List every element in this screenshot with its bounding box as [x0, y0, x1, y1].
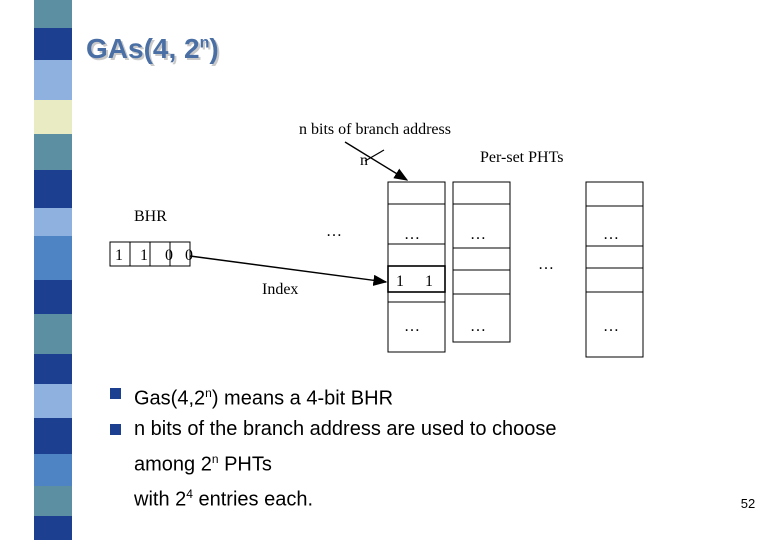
branch-address-label: n bits of branch address	[299, 121, 451, 138]
square-bullet-icon	[110, 423, 121, 435]
ellipsis: …	[404, 226, 420, 243]
ellipsis: …	[538, 256, 554, 273]
index-label: Index	[262, 281, 298, 298]
bhr-bit: 0	[165, 247, 173, 264]
stripe-segment	[34, 0, 72, 28]
ellipsis: …	[470, 226, 486, 243]
branch-address-arrow	[344, 141, 409, 181]
square-bullet-icon	[110, 388, 121, 399]
stripe-segment	[34, 28, 72, 60]
stripe-segment	[34, 354, 72, 384]
ellipsis: …	[603, 318, 619, 335]
pht-table	[387, 181, 446, 353]
ellipsis: …	[603, 226, 619, 243]
ellipsis: …	[404, 318, 420, 335]
bullet-item: Gas(4,2n) means a 4-bit BHR	[110, 378, 750, 414]
n-bits-label: n	[360, 152, 368, 169]
n-bits-slash	[364, 149, 385, 162]
bullet-item: n bits of the branch address are used to…	[110, 414, 750, 515]
bhr-label: BHR	[134, 208, 167, 225]
pht-table	[452, 181, 511, 343]
per-set-phts-label: Per-set PHTs	[480, 149, 563, 166]
stripe-segment	[34, 100, 72, 134]
title-text-end: )	[209, 33, 219, 64]
stripe-segment	[34, 134, 72, 170]
slide-title: GAs(4, 2n)	[86, 33, 219, 65]
decorative-stripe-column	[34, 0, 72, 540]
stripe-segment	[34, 280, 72, 314]
pht-index-bit: 1	[425, 273, 433, 290]
ellipsis: …	[326, 223, 342, 240]
stripe-segment	[34, 208, 72, 236]
page-number: 52	[740, 496, 756, 511]
stripe-segment	[34, 486, 72, 516]
bhr-bit: 1	[140, 247, 148, 264]
pht-table	[585, 181, 644, 358]
pht-index-bit: 1	[396, 273, 404, 290]
stripe-segment	[34, 384, 72, 418]
stripe-segment	[34, 236, 72, 280]
bullet-list: Gas(4,2n) means a 4-bit BHR n bits of th…	[110, 378, 750, 515]
title-superscript: n	[199, 34, 210, 52]
index-arrow	[189, 255, 388, 286]
stripe-segment	[34, 516, 72, 540]
stripe-segment	[34, 60, 72, 100]
bhr-bit: 1	[115, 247, 123, 264]
stripe-segment	[34, 170, 72, 208]
title-text: GAs(4, 2	[86, 33, 200, 64]
stripe-segment	[34, 418, 72, 454]
ellipsis: …	[470, 318, 486, 335]
bhr-register	[109, 241, 191, 267]
bhr-bit: 0	[185, 247, 193, 264]
stripe-segment	[34, 314, 72, 354]
stripe-segment	[34, 454, 72, 486]
